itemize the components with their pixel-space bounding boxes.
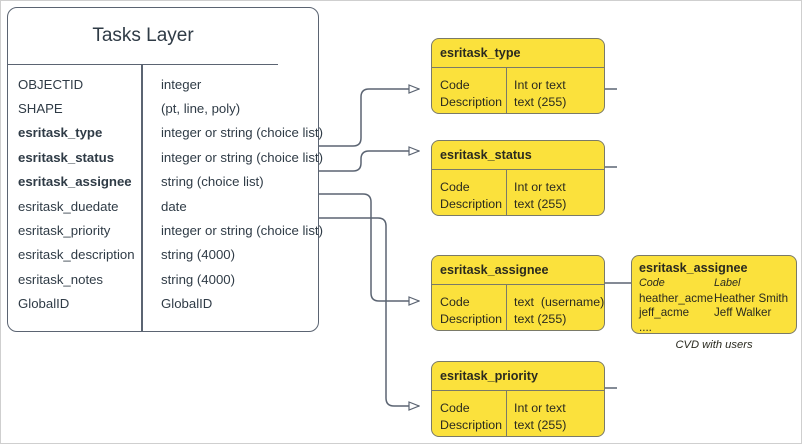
cvd-code: heather_acme xyxy=(639,291,714,305)
field-name: esritask_status xyxy=(18,149,115,165)
cvd-label xyxy=(714,321,788,336)
cvd-code: .... xyxy=(639,320,652,334)
wire-priority xyxy=(319,217,419,406)
field-type: string (4000) xyxy=(161,271,236,287)
table-row[interactable]: OBJECTID integer xyxy=(8,72,318,96)
cvd-row: heather_acme Heather Smith xyxy=(639,292,788,307)
entity-column-divider xyxy=(141,65,143,331)
cvd-label: Heather Smith xyxy=(714,291,789,305)
field-type: string (choice list) xyxy=(161,174,264,190)
table-row[interactable]: SHAPE (pt, line, poly) xyxy=(8,96,318,120)
domain-box-field-types: Int or text text (255) xyxy=(514,180,567,211)
table-row[interactable]: esritask_description string (4000) xyxy=(8,243,318,267)
domain-box-field-types: Int or text text (255) xyxy=(514,78,567,109)
domain-box-field-names: Code Description xyxy=(440,180,502,211)
field-name: esritask_assignee xyxy=(18,174,132,190)
domain-box-field-types: text (username) text (255) xyxy=(514,295,605,326)
wire-type xyxy=(319,89,419,147)
table-row[interactable]: esritask_status integer or string (choic… xyxy=(8,145,323,169)
table-row[interactable]: esritask_priority integer or string (cho… xyxy=(8,218,323,242)
cvd-header-code: Code xyxy=(639,277,665,289)
cvd-row: .... xyxy=(639,321,788,336)
cvd-value-table: Code Label heather_acme Heather Smith je… xyxy=(639,277,788,335)
domain-box-title: esritask_status xyxy=(440,148,532,162)
domain-box-title: esritask_type xyxy=(440,46,521,60)
domain-box-header-divider xyxy=(432,67,604,69)
domain-box-esritask-priority[interactable]: esritask_priority Code Description Int o… xyxy=(431,361,605,437)
domain-box-field-names: Code Description xyxy=(440,401,502,432)
domain-box-column-divider xyxy=(506,67,508,113)
cvd-row: jeff_acme Jeff Walker xyxy=(639,306,788,321)
cvd-header-row: Code Label xyxy=(639,277,788,292)
cvd-header-label: Label xyxy=(714,277,741,289)
table-row[interactable]: esritask_notes string (4000) xyxy=(8,267,318,291)
domain-box-column-divider xyxy=(506,284,508,330)
cvd-label: Jeff Walker xyxy=(714,306,772,319)
domain-box-title: esritask_assignee xyxy=(440,263,549,277)
field-type: date xyxy=(161,198,187,214)
table-row[interactable]: GlobalID GlobalID xyxy=(8,292,318,316)
domain-box-column-divider xyxy=(506,169,508,215)
field-name: esritask_notes xyxy=(18,271,104,287)
field-type: integer or string (choice list) xyxy=(161,125,323,141)
entity-title: Tasks Layer xyxy=(8,8,278,65)
field-name: esritask_priority xyxy=(18,223,111,239)
field-type: GlobalID xyxy=(161,296,213,312)
table-row[interactable]: esritask_assignee string (choice list) xyxy=(8,170,318,194)
field-name: OBJECTID xyxy=(18,76,84,92)
table-row[interactable]: esritask_duedate date xyxy=(8,194,318,218)
field-type: string (4000) xyxy=(161,247,236,263)
domain-box-title: esritask_priority xyxy=(440,369,539,383)
domain-box-header-divider xyxy=(432,390,604,392)
domain-box-field-names: Code Description xyxy=(440,295,502,326)
domain-box-header-divider xyxy=(432,284,604,286)
domain-box-field-types: Int or text text (255) xyxy=(514,401,567,432)
field-type: (pt, line, poly) xyxy=(161,101,241,117)
cvd-box-title: esritask_assignee xyxy=(639,261,748,275)
table-row[interactable]: esritask_type integer or string (choice … xyxy=(8,121,323,145)
field-type: integer xyxy=(161,76,202,92)
wire-assignee xyxy=(319,193,419,301)
field-type: integer or string (choice list) xyxy=(161,223,323,239)
wire-status xyxy=(319,151,419,172)
domain-box-esritask-assignee[interactable]: esritask_assignee Code Description text … xyxy=(431,255,605,331)
field-name: esritask_duedate xyxy=(18,198,119,214)
cvd-code: jeff_acme xyxy=(639,306,690,319)
domain-box-esritask-status[interactable]: esritask_status Code Description Int or … xyxy=(431,140,605,216)
field-name: GlobalID xyxy=(18,296,70,312)
field-type: integer or string (choice list) xyxy=(161,149,323,165)
domain-box-esritask-type[interactable]: esritask_type Code Description Int or te… xyxy=(431,38,605,114)
field-name: SHAPE xyxy=(18,101,63,117)
field-name: esritask_type xyxy=(18,125,103,141)
field-table: OBJECTID integer SHAPE (pt, line, poly) … xyxy=(8,72,323,316)
domain-box-column-divider xyxy=(506,390,508,436)
cvd-caption: CVD with users xyxy=(675,339,753,351)
cvd-box-esritask-assignee[interactable]: esritask_assignee Code Label heather_acm… xyxy=(631,255,797,334)
entity-tasks-layer[interactable]: Tasks Layer OBJECTID integer SHAPE (pt, … xyxy=(7,7,323,332)
domain-box-header-divider xyxy=(432,169,604,171)
domain-box-field-names: Code Description xyxy=(440,78,502,109)
field-name: esritask_description xyxy=(18,247,135,263)
